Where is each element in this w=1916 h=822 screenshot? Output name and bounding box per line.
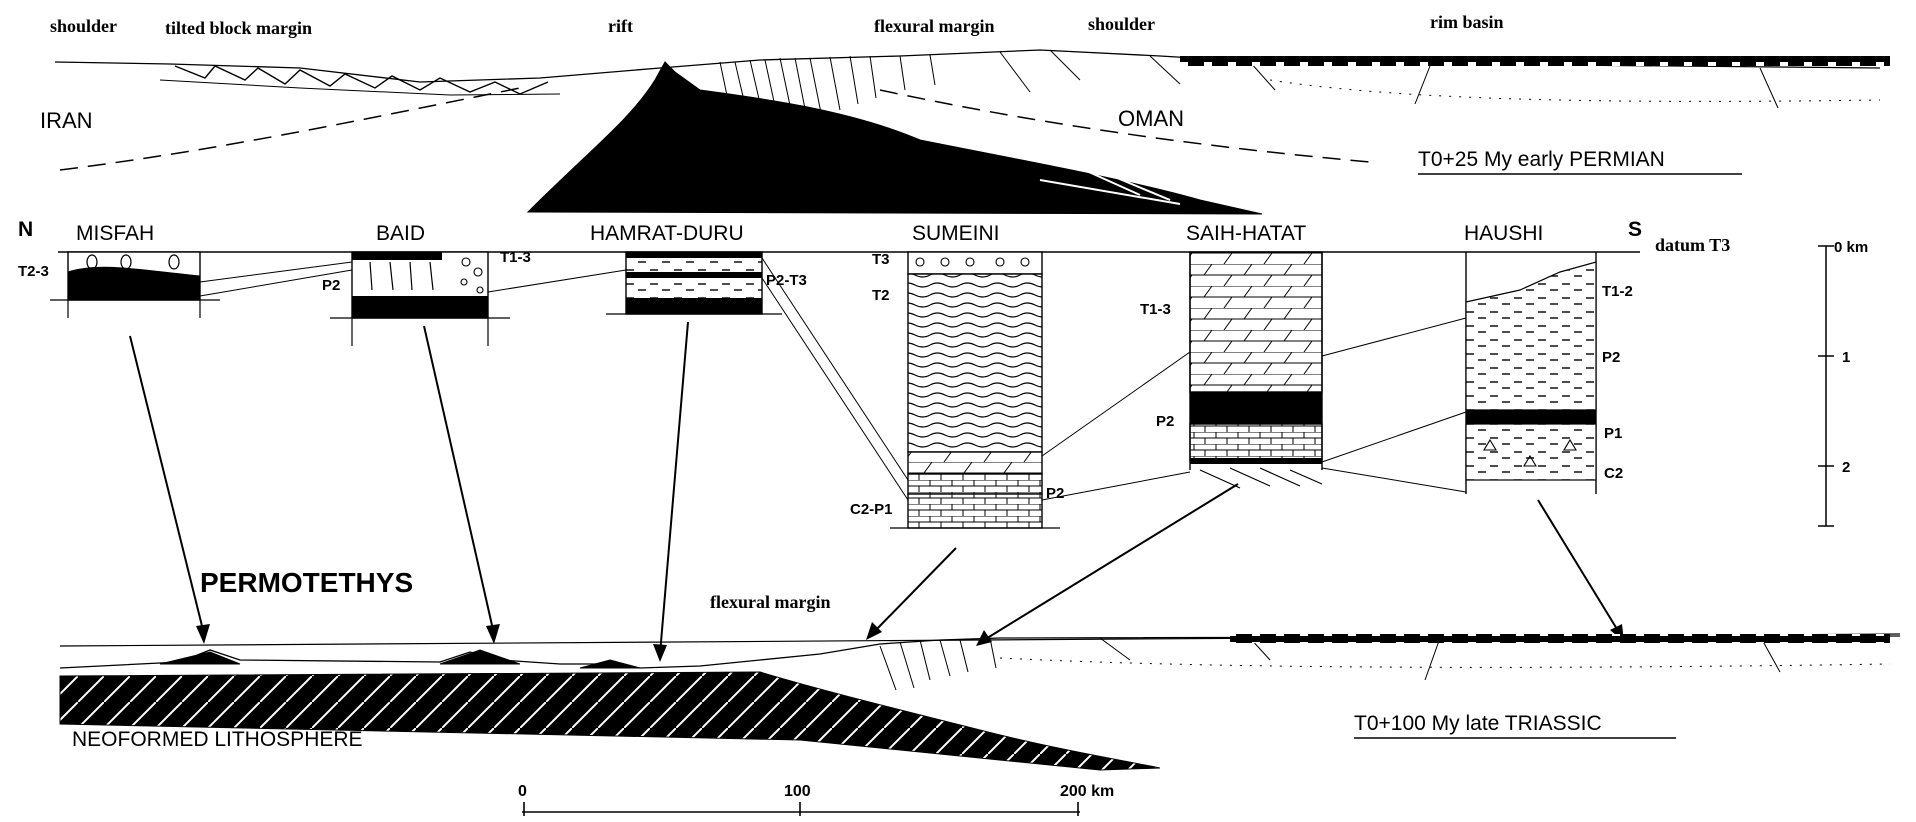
datum-label: datum T3	[1655, 235, 1730, 255]
label-shoulder-left: shoulder	[50, 16, 117, 36]
baid-unit-label: P2	[322, 277, 340, 294]
saih-unit-t13: T1-3	[1140, 301, 1171, 318]
column-name-misfah: MISFAH	[76, 222, 154, 245]
rim-basin-dotted-base	[1269, 79, 1881, 102]
distance-label-0: 0	[518, 783, 527, 800]
south-label: S	[1628, 218, 1642, 241]
bottom-section: PERMOTETHYS flexural margin NEOFORMED LI…	[59, 567, 1901, 771]
bottom-rim-sediment	[1230, 634, 1890, 643]
sumeini-unit-p2: P2	[1046, 485, 1064, 502]
mantle-hatch-3	[1109, 174, 1171, 201]
north-label: N	[18, 218, 33, 241]
mantle-hatch-1	[1039, 179, 1181, 205]
seamount-edifices	[159, 649, 641, 669]
distance-scale: 0 100 200 km	[518, 783, 1114, 816]
column-name-sumeini: SUMEINI	[912, 222, 1000, 245]
distance-label-200: 200 km	[1060, 783, 1114, 800]
rim-basin-sediment	[1180, 56, 1890, 66]
ocean-label-permotethys: PERMOTETHYS	[200, 567, 413, 598]
label-tilted-block-margin: tilted block margin	[165, 18, 312, 38]
hamrat-top-unit-label: T1-3	[500, 249, 531, 266]
tilted-block-base	[159, 79, 561, 96]
column-misfah: T2-3	[18, 251, 220, 318]
left-detachment-dashed	[59, 87, 521, 171]
haushi-unit-t12: T1-2	[1602, 283, 1633, 300]
misfah-unit-label: T2-3	[18, 263, 49, 280]
column-name-hamrat-duru: HAMRAT-DURU	[590, 222, 744, 245]
rift-mantle-body	[526, 61, 1263, 215]
region-iran: IRAN	[40, 108, 93, 133]
haushi-unit-c2: C2	[1604, 465, 1623, 482]
label-flexural-margin-bottom: flexural margin	[710, 592, 830, 612]
depth-scale: 0 km 1 2	[1818, 239, 1868, 527]
top-surface-line	[54, 49, 1881, 83]
correlation-lines	[199, 257, 1467, 501]
bottom-rim-dotted-base	[999, 657, 1891, 668]
label-rift: rift	[608, 16, 633, 36]
depth-label-1: 1	[1842, 349, 1850, 366]
stage-caption-triassic: T0+100 My late TRIASSIC	[1354, 712, 1602, 735]
bottom-flexural-faults	[879, 635, 1781, 691]
sumeini-unit-c2p1: C2-P1	[850, 501, 893, 518]
hamrat-right-unit-label: P2-T3	[766, 272, 807, 289]
haushi-unit-p1: P1	[1604, 425, 1622, 442]
column-to-section-arrows	[129, 321, 1621, 655]
column-name-saih-hatat: SAIH-HATAT	[1186, 222, 1306, 245]
region-oman: OMAN	[1118, 106, 1184, 131]
mantle-hatch-2	[1079, 167, 1141, 196]
column-name-haushi: HAUSHI	[1464, 222, 1543, 245]
flexural-fault-lines	[719, 49, 1779, 125]
depth-label-2: 2	[1842, 459, 1850, 476]
tilted-blocks	[174, 65, 549, 95]
column-baid: P2	[322, 251, 510, 346]
saih-unit-p2: P2	[1156, 413, 1174, 430]
haushi-unit-p2: P2	[1602, 349, 1620, 366]
column-saih-hatat: T1-3 P2	[1140, 251, 1323, 489]
label-flexural-margin-top: flexural margin	[874, 16, 994, 36]
right-detachment-dashed	[879, 89, 1371, 163]
lithosphere-label: NEOFORMED LITHOSPHERE	[72, 728, 363, 751]
top-section: shoulder tilted block margin rift flexur…	[40, 12, 1890, 215]
stage-caption-permian: T0+25 My early PERMIAN	[1418, 148, 1665, 171]
neoformed-lithosphere-body	[59, 671, 1161, 771]
column-haushi: T1-2 P2 P1 C2	[1465, 252, 1633, 494]
column-sumeini: T3 T2 P2 C2-P1	[850, 251, 1064, 529]
distance-label-100: 100	[784, 783, 811, 800]
columns-header: N MISFAH BAID HAMRAT-DURU SUMEINI SAIH-H…	[18, 218, 1730, 255]
label-shoulder-right: shoulder	[1088, 14, 1155, 34]
label-rim-basin: rim basin	[1430, 12, 1504, 32]
sumeini-unit-t2: T2	[872, 287, 890, 304]
sumeini-unit-t3: T3	[872, 251, 890, 268]
column-hamrat-duru: T1-3 P2-T3	[500, 249, 807, 315]
depth-label-0: 0 km	[1834, 239, 1868, 256]
column-name-baid: BAID	[376, 222, 425, 245]
